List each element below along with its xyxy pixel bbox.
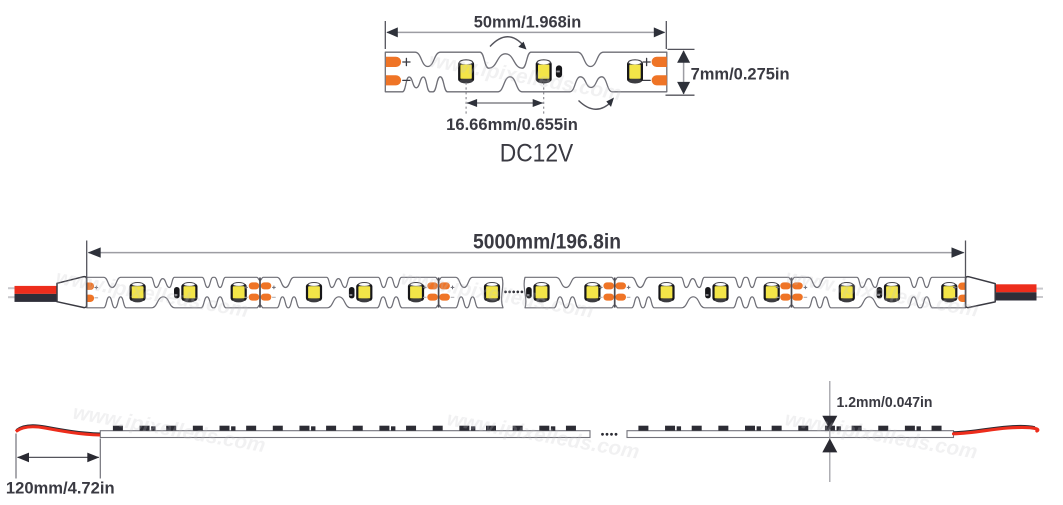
- svg-text:1.2mm/0.047in: 1.2mm/0.047in: [837, 395, 933, 411]
- svg-text:50mm/1.968in: 50mm/1.968in: [474, 14, 582, 32]
- svg-text:7mm/0.275in: 7mm/0.275in: [691, 65, 790, 83]
- svg-text:16.66mm/0.655in: 16.66mm/0.655in: [446, 115, 578, 134]
- svg-text:5000mm/196.8in: 5000mm/196.8in: [473, 230, 621, 253]
- svg-text:DC12V: DC12V: [500, 139, 574, 167]
- svg-text:120mm/4.72in: 120mm/4.72in: [6, 479, 115, 498]
